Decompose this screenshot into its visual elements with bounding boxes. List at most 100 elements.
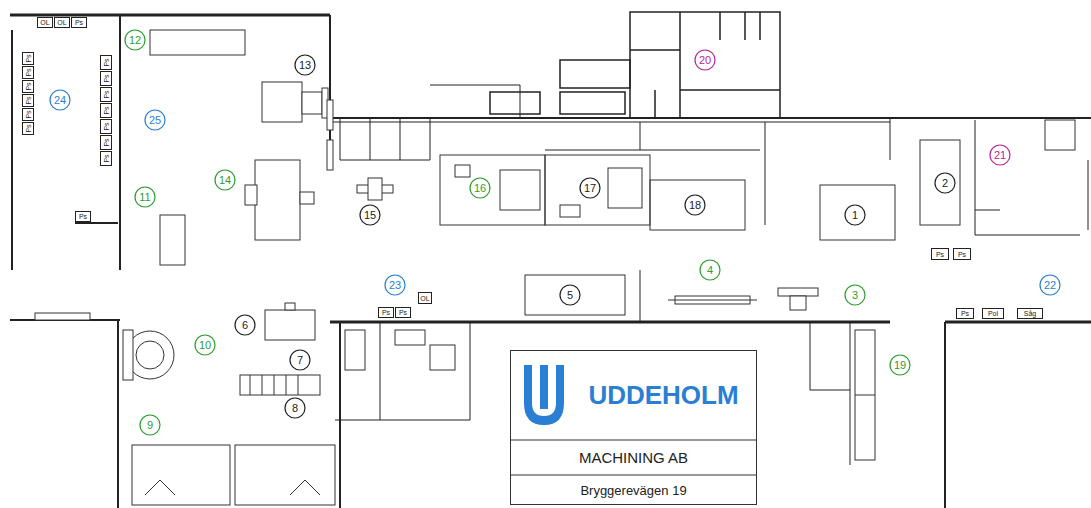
machine-part: [240, 375, 320, 395]
building-block-part: [630, 12, 780, 118]
machine-number: 3: [852, 290, 858, 301]
station-box: Ps: [100, 119, 112, 134]
machine-circle: 16: [469, 177, 491, 199]
station-box: Ps: [22, 108, 34, 121]
station-box: Såg: [1017, 308, 1043, 319]
circle-outline: [560, 285, 580, 305]
machine-part: [285, 303, 295, 310]
machine-circle: 21: [989, 144, 1011, 166]
building-block: [490, 12, 780, 118]
station-box: Ps: [22, 122, 34, 135]
machine-number: 6: [242, 320, 248, 331]
circle-outline: [285, 398, 305, 418]
station-box: Ps: [22, 80, 34, 93]
machine-part: [1045, 120, 1075, 150]
logo-shape: [524, 365, 564, 425]
machine-circle: 23: [384, 274, 406, 296]
circle-outline: [845, 285, 865, 305]
circle-outline: [360, 205, 380, 225]
circle-outline: [890, 355, 910, 375]
machine-part: [136, 341, 164, 369]
address: Bryggerevägen 19: [510, 475, 757, 505]
machine-circle: 13: [294, 54, 316, 76]
circle-outline: [470, 178, 490, 198]
machine-part: [265, 310, 315, 340]
machine-number: 8: [292, 403, 298, 414]
machine-circle: 12: [124, 29, 146, 51]
machine-part: [395, 330, 425, 345]
circle-outline: [580, 178, 600, 198]
machine-part: [302, 92, 322, 114]
circle-outline: [125, 30, 145, 50]
machine-circle: 22: [1039, 274, 1061, 296]
machine-part: [368, 178, 382, 200]
machine-number: 10: [199, 340, 211, 351]
machine-number: 5: [567, 290, 573, 301]
circle-outline: [1040, 275, 1060, 295]
machine-circle: 5: [559, 284, 581, 306]
machine-number: 23: [389, 280, 401, 291]
circle-outline: [845, 205, 865, 225]
wall-part: [330, 85, 1088, 465]
station-label: Ps: [102, 58, 109, 66]
circle-outline: [695, 50, 715, 70]
machine-part: [327, 140, 333, 170]
station-label: Ps: [102, 122, 109, 130]
machine-part: [820, 185, 895, 240]
station-label: Ps: [102, 106, 109, 114]
station-label: OL: [57, 19, 66, 26]
machine-part: [132, 445, 230, 505]
machine-part: [235, 445, 335, 505]
station-label: Ps: [24, 54, 31, 62]
station-box: Ps: [953, 248, 971, 260]
station-label: Ps: [75, 19, 83, 26]
machine-number: 11: [139, 192, 150, 203]
machine-part: [35, 313, 90, 320]
machine-circle: 17: [579, 177, 601, 199]
station-box: Ps: [956, 308, 974, 319]
machine-circle: 19: [889, 354, 911, 376]
company-subtitle: MACHINING AB: [510, 440, 757, 475]
machine-number: 2: [942, 178, 948, 189]
machine: [35, 30, 1075, 505]
station-label: Ps: [24, 124, 31, 132]
station-label: Ps: [936, 251, 944, 258]
wall: [10, 15, 1091, 508]
machine-number: 17: [584, 183, 596, 194]
machine-part: [327, 100, 333, 130]
machine-number: 13: [299, 60, 311, 71]
machine-part: [300, 192, 314, 204]
machine-number: 4: [707, 265, 713, 276]
machine-circle: 11: [134, 186, 156, 208]
machine-circle: 9: [139, 414, 161, 436]
logo-shape: [540, 365, 548, 409]
circle-outline: [195, 335, 215, 355]
machine-number: 7: [297, 355, 303, 366]
machine-part: [560, 205, 580, 217]
circle-outline: [215, 170, 235, 190]
machine-number: 1: [852, 210, 858, 221]
machine-part: [150, 30, 245, 55]
station-label: Ps: [102, 154, 109, 162]
machine-part: [778, 288, 818, 296]
machine-part: [790, 296, 806, 310]
circle-outline: [700, 260, 720, 280]
station-label: Ps: [24, 82, 31, 90]
machine-circle: 6: [234, 314, 256, 336]
station-box: Ps: [395, 307, 411, 318]
station-label: Ps: [24, 68, 31, 76]
machine-part: [650, 180, 745, 230]
station-box: Pol: [982, 308, 1004, 319]
machine-part: [250, 375, 298, 395]
machine-circle: 24: [49, 89, 71, 111]
station-box: Ps: [75, 211, 91, 222]
company-sign: UDDEHOLMMACHINING ABBryggerevägen 19: [510, 350, 757, 505]
station-label: Ps: [24, 110, 31, 118]
wall-part: [10, 15, 1091, 508]
circle-outline: [50, 90, 70, 110]
station-label: Ps: [399, 309, 407, 316]
machine-number: 19: [894, 360, 906, 371]
circle-outline: [685, 195, 705, 215]
company-logo: [524, 365, 564, 425]
